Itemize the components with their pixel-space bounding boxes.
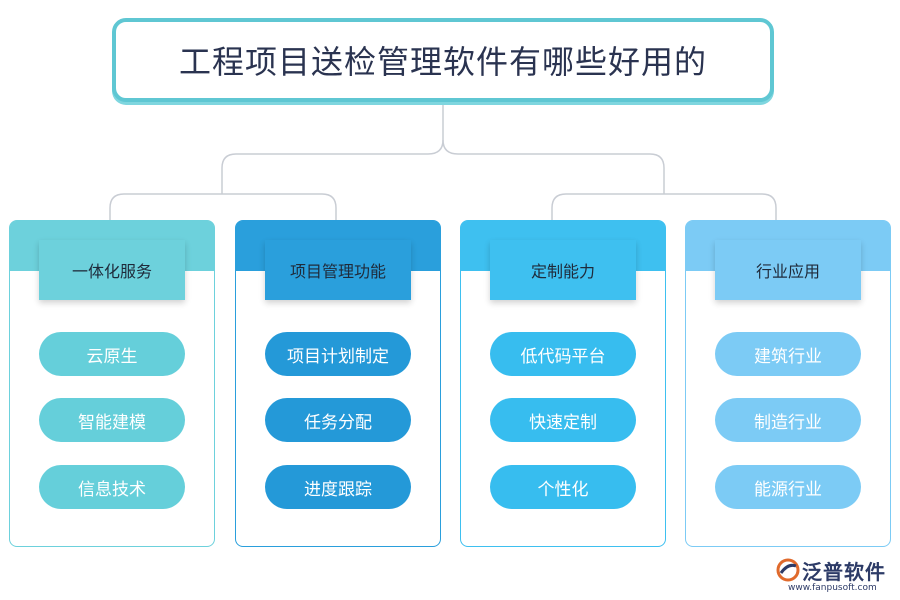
item-pill: 信息技术 [39, 465, 185, 509]
connector-right-branch [551, 193, 777, 220]
item-pill: 制造行业 [715, 398, 861, 442]
item-pill: 智能建模 [39, 398, 185, 442]
connector-left-branch [109, 193, 337, 220]
item-pill: 快速定制 [490, 398, 636, 442]
item-pill: 进度跟踪 [265, 465, 411, 509]
item-pill: 建筑行业 [715, 332, 861, 376]
logo-name: 泛普软件 [802, 560, 886, 584]
column-heading: 项目管理功能 [265, 240, 411, 300]
logo-url: www.fanpusoft.com [788, 583, 877, 593]
connector-right-trunk [442, 139, 665, 194]
column-heading: 行业应用 [715, 240, 861, 300]
connector-left-trunk [221, 104, 444, 194]
column-industry-application: 行业应用 建筑行业 制造行业 能源行业 [685, 220, 891, 547]
column-project-management: 项目管理功能 项目计划制定 任务分配 进度跟踪 [235, 220, 441, 547]
logo-icon [776, 558, 800, 582]
item-pill: 个性化 [490, 465, 636, 509]
column-integrated-service: 一体化服务 云原生 智能建模 信息技术 [9, 220, 215, 547]
brand-logo: 泛普软件 www.fanpusoft.com [776, 556, 894, 596]
column-customization: 定制能力 低代码平台 快速定制 个性化 [460, 220, 666, 547]
title-box: 工程项目送检管理软件有哪些好用的 [112, 18, 774, 102]
item-pill: 项目计划制定 [265, 332, 411, 376]
item-pill: 能源行业 [715, 465, 861, 509]
item-pill: 任务分配 [265, 398, 411, 442]
column-heading: 定制能力 [490, 240, 636, 300]
column-heading: 一体化服务 [39, 240, 185, 300]
item-pill: 云原生 [39, 332, 185, 376]
item-pill: 低代码平台 [490, 332, 636, 376]
diagram-title: 工程项目送检管理软件有哪些好用的 [178, 43, 707, 81]
